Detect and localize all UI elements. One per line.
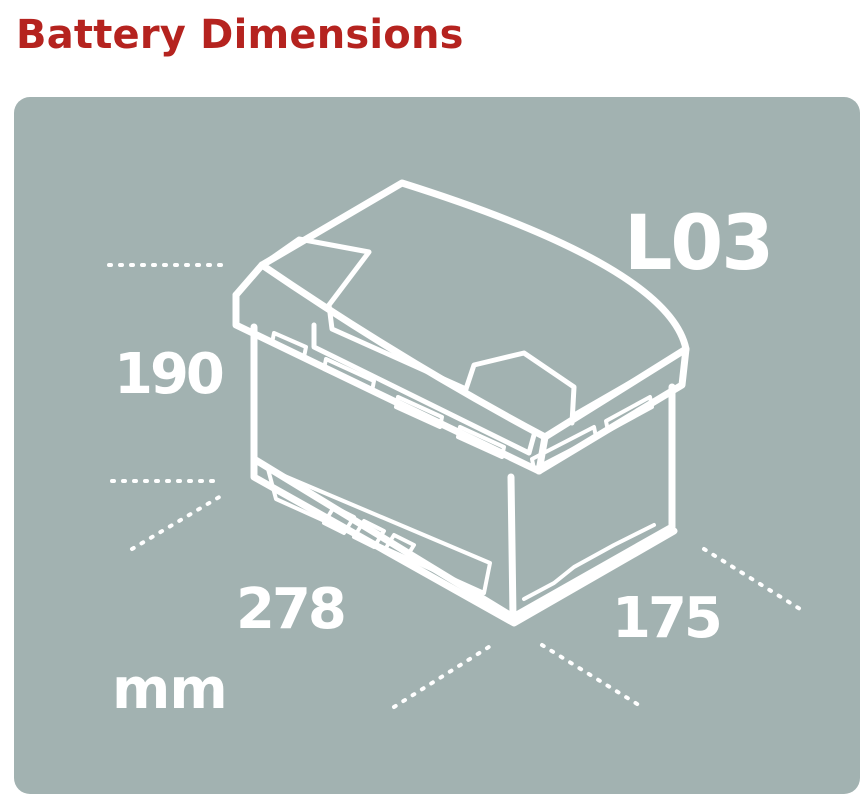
dimension-guide-lines — [107, 263, 802, 709]
unit-label: mm — [112, 657, 228, 722]
battery-lid-detail — [259, 236, 657, 456]
dimension-panel: L03 190 278 175 mm — [14, 97, 860, 794]
width-value: 175 — [612, 586, 723, 651]
page-title: Battery Dimensions — [16, 12, 464, 58]
battery-vent-detail — [266, 331, 656, 601]
battery-diagram — [107, 179, 802, 709]
battery-icon — [232, 179, 690, 627]
battery-code-label: L03 — [624, 198, 774, 287]
height-value: 190 — [114, 342, 225, 407]
length-value: 278 — [236, 577, 347, 642]
